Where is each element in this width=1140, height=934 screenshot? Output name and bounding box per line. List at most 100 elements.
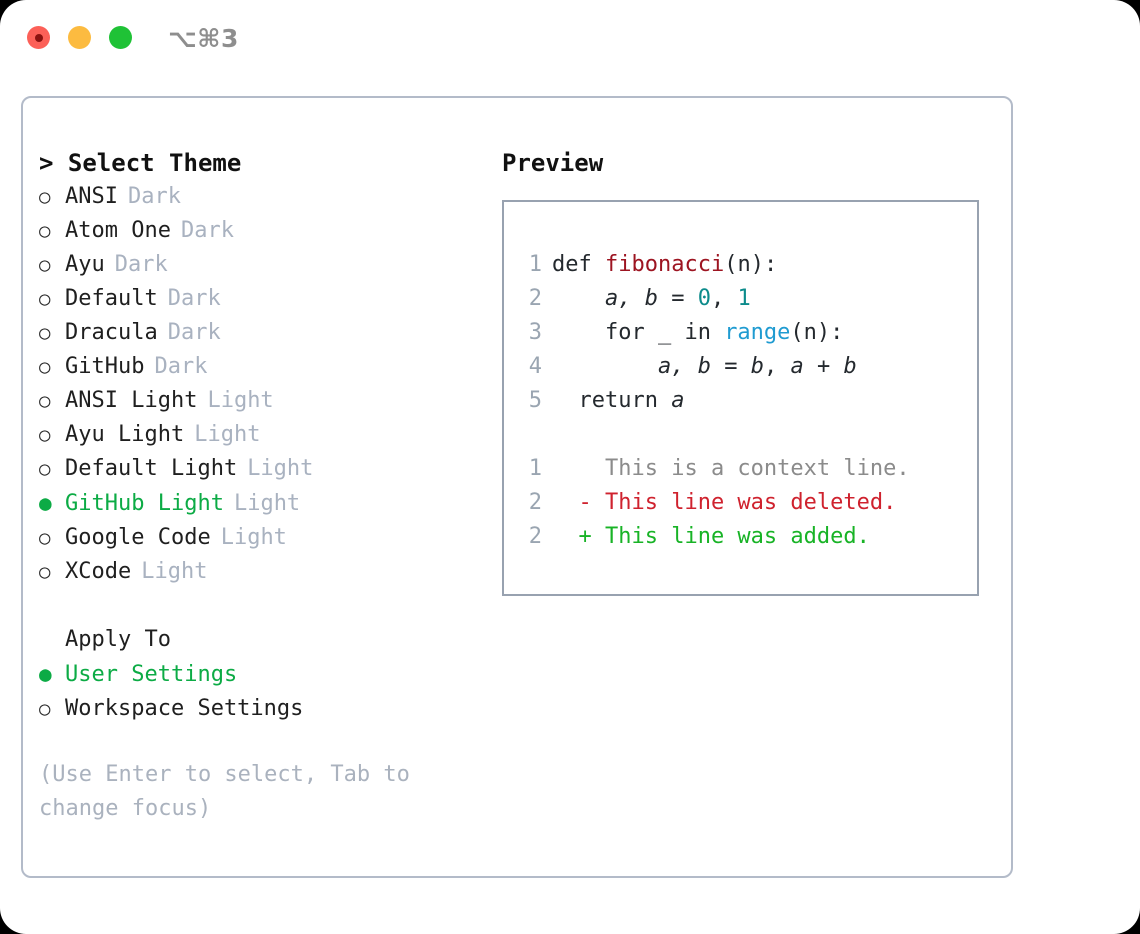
theme-name-label: Default	[65, 286, 158, 311]
diff-text: This line was added.	[604, 524, 870, 549]
list-spacer	[39, 589, 469, 623]
theme-list-item[interactable]: ○ Default Dark	[39, 282, 469, 316]
diff-text: This line was deleted.	[604, 490, 897, 515]
apply-to-option[interactable]: ● User Settings	[39, 657, 469, 692]
line-number: 2	[528, 490, 542, 515]
theme-variant-label: Dark	[154, 354, 208, 379]
code-token: return	[552, 388, 672, 413]
keyboard-shortcut-label: ⌥⌘3	[168, 24, 239, 53]
code-token: =	[657, 286, 698, 311]
select-theme-heading: > Select Theme	[39, 149, 242, 177]
radio-unselected-icon: ○	[39, 356, 51, 378]
apply-to-heading: Apply To	[65, 627, 171, 652]
theme-list-item[interactable]: ○ ANSI Dark	[39, 180, 469, 214]
code-diff-separator	[516, 418, 910, 452]
line-number: 2	[528, 524, 542, 549]
apply-to-list[interactable]: ● User Settings ○Workspace Settings	[39, 657, 469, 726]
line-number: 2	[528, 286, 542, 311]
diff-line: 2 - This line was deleted.	[516, 486, 910, 520]
radio-unselected-icon: ○	[39, 390, 51, 412]
code-token: for _ in	[552, 320, 725, 345]
title-bar: ⌥⌘3	[0, 0, 1140, 78]
code-line: 2 a, b = 0, 1	[516, 282, 910, 316]
code-token: 1	[737, 286, 751, 311]
radio-unselected-icon: ○	[39, 220, 51, 242]
line-number: 1	[528, 456, 542, 481]
apply-to-option[interactable]: ○Workspace Settings	[39, 692, 469, 726]
apply-to-label: User Settings	[65, 662, 238, 687]
theme-name-label: Default Light	[65, 456, 238, 481]
code-token	[552, 350, 658, 384]
theme-list-item[interactable]: ○ Default Light Light	[39, 452, 469, 486]
theme-variant-label: Dark	[180, 218, 234, 243]
diff-marker	[552, 452, 605, 486]
theme-variant-label: Dark	[114, 252, 168, 277]
diff-marker: +	[552, 524, 605, 549]
hint-spacer	[39, 726, 469, 758]
code-token: ,	[710, 286, 738, 311]
preview-heading: Preview	[502, 149, 604, 177]
theme-name-label: ANSI	[65, 184, 118, 209]
line-number: 1	[528, 252, 542, 277]
theme-variant-label: Light	[233, 491, 301, 516]
code-token: a, b	[604, 286, 658, 311]
code-token: (n):	[790, 320, 844, 345]
theme-name-label: ANSI Light	[65, 388, 198, 413]
radio-unselected-icon: ○	[39, 698, 51, 720]
minimize-button-icon[interactable]	[68, 26, 91, 49]
line-number: 4	[528, 354, 542, 379]
close-button-icon[interactable]	[27, 26, 50, 49]
diff-line: 2 + This line was added.	[516, 520, 910, 554]
theme-list-item[interactable]: ○ ANSI Light Light	[39, 384, 469, 418]
radio-unselected-icon: ○	[39, 254, 51, 276]
code-token: range	[724, 320, 791, 345]
code-token: a, b	[657, 354, 711, 379]
diff-marker: -	[552, 490, 605, 515]
code-token: +	[803, 354, 844, 379]
line-number: 5	[528, 388, 542, 413]
radio-unselected-icon: ○	[39, 288, 51, 310]
theme-name-label: Ayu	[65, 252, 105, 277]
code-token: b	[750, 354, 764, 379]
code-token: 0	[697, 286, 711, 311]
theme-name-label: Atom One	[65, 218, 171, 243]
theme-name-label: XCode	[65, 559, 132, 584]
theme-list-item[interactable]: ○ Atom One Dark	[39, 214, 469, 248]
theme-variant-label: Dark	[167, 286, 221, 311]
theme-name-label: Google Code	[65, 525, 211, 550]
theme-variant-label: Light	[247, 456, 314, 481]
code-token: (n):	[724, 252, 778, 277]
theme-variant-label: Light	[141, 559, 208, 584]
code-token: def	[552, 252, 605, 277]
code-token: b	[843, 354, 857, 379]
radio-unselected-icon: ○	[39, 458, 51, 480]
radio-unselected-icon: ○	[39, 527, 51, 549]
theme-variant-label: Dark	[127, 184, 181, 209]
theme-list-item[interactable]: ○ GitHub Dark	[39, 350, 469, 384]
code-line: 5 return a	[516, 384, 910, 418]
code-token	[552, 282, 605, 316]
theme-variant-label: Light	[207, 388, 274, 413]
maximize-button-icon[interactable]	[109, 26, 132, 49]
radio-unselected-icon: ○	[39, 186, 51, 208]
keyboard-hint-text: (Use Enter to select, Tab to change focu…	[39, 762, 410, 821]
theme-name-label: Dracula	[65, 320, 158, 345]
theme-list-item[interactable]: ○ Ayu Dark	[39, 248, 469, 282]
theme-name-label: GitHub	[65, 354, 145, 379]
theme-name-label: Ayu Light	[65, 422, 185, 447]
radio-selected-icon: ●	[39, 662, 52, 686]
theme-variant-label: Light	[194, 422, 261, 447]
